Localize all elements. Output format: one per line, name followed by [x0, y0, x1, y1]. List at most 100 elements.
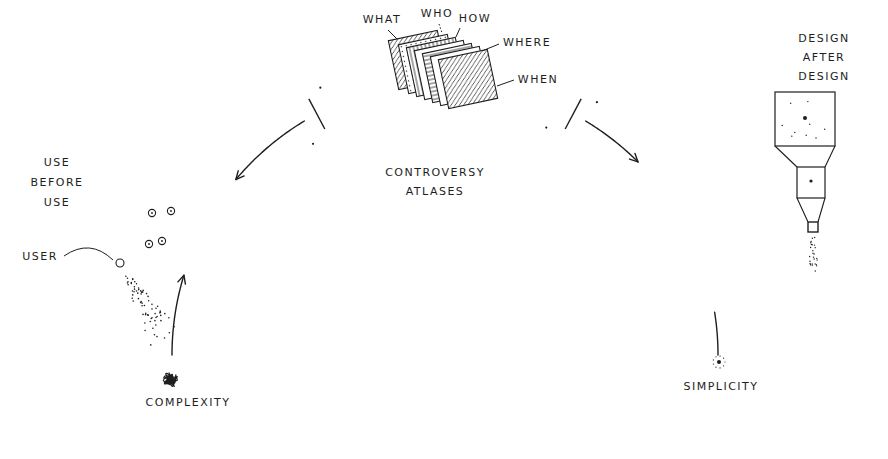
projection-dot [794, 132, 795, 133]
projection-dot [807, 101, 808, 102]
projection-dot [809, 124, 810, 125]
use-dot [132, 300, 134, 302]
simplicity-ring-dot [723, 358, 724, 359]
use-dot [141, 292, 143, 294]
diagram-label: SIMPLICITY [683, 380, 758, 394]
atlas-sheet-outline [438, 49, 497, 108]
spray-dot [813, 258, 814, 259]
arrow-head [178, 275, 186, 284]
spray-dot [814, 263, 815, 264]
diagram-label: USE BEFORE USE [30, 153, 83, 213]
arrow-head [236, 171, 244, 180]
cycle-arc [172, 275, 184, 355]
simplicity-ring-dot [723, 365, 724, 366]
use-dot [140, 301, 142, 303]
tick-dot [596, 101, 598, 103]
user-circle-dot [151, 212, 153, 214]
projection-square [797, 167, 825, 198]
spray-dot [816, 264, 817, 265]
cycle-arc [586, 121, 638, 162]
spray-dot [815, 270, 816, 271]
use-dot [152, 328, 154, 330]
use-dot [155, 317, 157, 319]
use-dot [146, 293, 148, 295]
spray-dot [809, 263, 810, 264]
use-dot [132, 278, 134, 280]
user-circle-dot [170, 210, 172, 212]
spray-dot [816, 259, 817, 260]
use-dot [142, 290, 144, 292]
diagram-label: WHO [421, 7, 453, 21]
use-dot [155, 324, 157, 326]
tick-dot [545, 126, 547, 128]
use-dot [144, 330, 146, 332]
use-dot [141, 302, 143, 304]
use-dot [164, 313, 166, 315]
use-dot [138, 287, 140, 289]
use-dot [160, 315, 162, 317]
use-dot [125, 276, 127, 278]
simplicity-ring-dot [713, 359, 714, 360]
diagram-label: WHERE [503, 36, 551, 50]
tick-dot [312, 143, 314, 145]
cycle-arc [715, 312, 718, 355]
diagram-label: USER [22, 250, 58, 264]
complexity-scribble [163, 373, 177, 387]
projection-dot [803, 116, 807, 120]
spray-dot [810, 242, 811, 243]
use-dot [140, 293, 142, 295]
projection-dot [782, 125, 783, 126]
use-dot [131, 298, 133, 300]
spray-dot [811, 244, 812, 245]
use-dot [147, 296, 149, 298]
diagram-label: WHAT [363, 13, 402, 27]
leader-line [64, 248, 113, 260]
diagram-label: COMPLEXITY [146, 396, 231, 410]
projection-square [775, 92, 835, 146]
projection-dot [806, 135, 807, 136]
spray-dot [810, 247, 811, 248]
leader-line [456, 28, 460, 37]
user-circle-dot [148, 243, 150, 245]
use-dot [136, 283, 138, 285]
use-dot [140, 290, 142, 292]
use-dot [151, 308, 153, 310]
use-dot [147, 314, 149, 316]
use-dot [154, 313, 156, 315]
use-dot [150, 344, 152, 346]
use-dot [132, 290, 134, 292]
use-dot [131, 283, 133, 285]
leader-line [388, 30, 397, 39]
projection-dot [815, 137, 816, 138]
user-circle [116, 259, 124, 267]
use-dot [144, 305, 146, 307]
use-dot [154, 334, 156, 336]
use-dot [141, 291, 143, 293]
section-tick [565, 99, 581, 129]
use-dot [136, 290, 138, 292]
simplicity-dot [717, 360, 721, 364]
leader-line [482, 44, 499, 51]
projection-dot [824, 129, 825, 130]
use-dot [159, 312, 161, 314]
use-dot [140, 302, 142, 304]
use-dot [144, 322, 146, 324]
projection-beam [775, 146, 835, 222]
projection-dot [791, 135, 792, 136]
leader-line [497, 80, 514, 86]
use-dot [173, 326, 175, 328]
user-circle [148, 209, 155, 216]
cycle-arc [236, 121, 305, 180]
use-dot [149, 321, 151, 323]
use-dot [148, 300, 150, 302]
spray-dot [814, 237, 815, 238]
use-dot [151, 304, 153, 306]
use-dot [134, 288, 136, 290]
use-dot [145, 314, 147, 316]
spray-dot [816, 265, 817, 266]
spray-dot [816, 258, 817, 259]
use-dot [160, 320, 162, 322]
simplicity-ring-dot [719, 367, 720, 368]
use-dot [157, 306, 159, 308]
